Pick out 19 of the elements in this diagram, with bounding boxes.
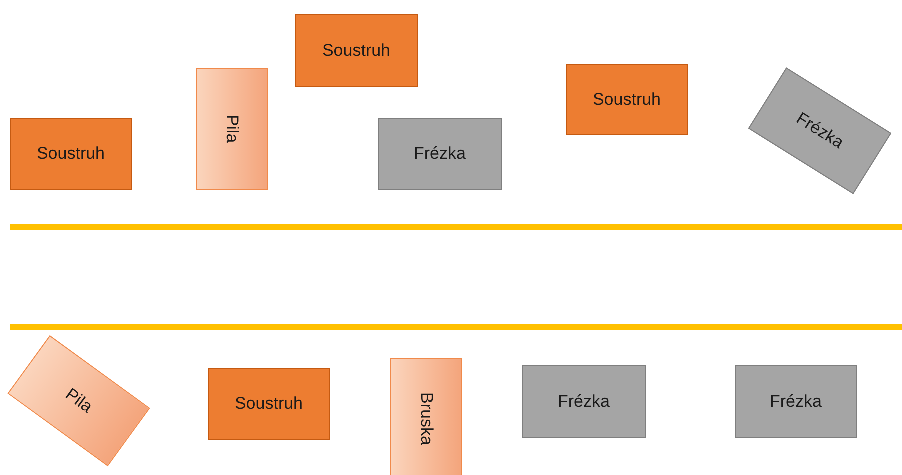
machine-label: Bruska xyxy=(416,392,436,446)
machine-block xyxy=(378,118,502,190)
machine-label: Soustruh xyxy=(234,394,304,414)
machine-block xyxy=(522,365,646,438)
machine-label: Pila xyxy=(222,114,242,144)
machine-block xyxy=(295,14,418,87)
machine-block xyxy=(390,358,462,475)
machine-block xyxy=(208,368,330,440)
machine-label: Frézka xyxy=(770,392,822,412)
machine-label: Frézka xyxy=(558,392,610,412)
machine-block xyxy=(735,365,857,438)
machine-block xyxy=(196,68,268,190)
machine-label: Soustruh xyxy=(36,144,106,164)
machine-label: Soustruh xyxy=(322,40,391,60)
machine-block xyxy=(566,64,688,135)
machine-label: Pila xyxy=(62,384,96,418)
machine-block xyxy=(10,118,132,190)
machine-label: Frézka xyxy=(414,144,466,164)
machine-label: Soustruh xyxy=(592,90,662,110)
